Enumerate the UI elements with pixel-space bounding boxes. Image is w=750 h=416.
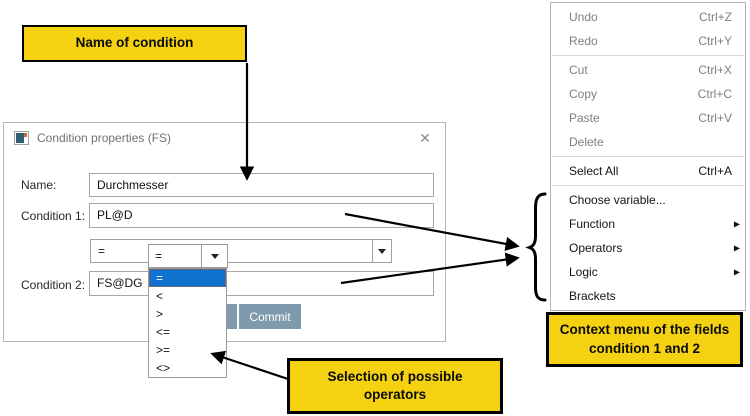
menu-item-cut[interactable]: Cut Ctrl+X: [551, 58, 745, 82]
name-input[interactable]: Durchmesser: [89, 173, 434, 197]
callout-text-line1: Selection of possible: [327, 368, 463, 384]
menu-separator: [552, 185, 744, 186]
menu-item-shortcut: Ctrl+V: [698, 111, 732, 125]
menu-item-shortcut: Ctrl+A: [698, 164, 732, 178]
submenu-arrow-icon: ▶: [733, 243, 740, 253]
commit-button[interactable]: Commit: [239, 304, 301, 329]
submenu-arrow-icon: ▶: [733, 219, 740, 229]
menu-item-brackets[interactable]: Brackets: [551, 284, 745, 308]
operator-option-not-equal[interactable]: <>: [156, 361, 171, 375]
callout-selection-of-operators: Selection of possible operators: [287, 358, 503, 414]
dropdown-arrow-icon: [378, 249, 386, 254]
operator-dropdown-list: = < > <= >= <>: [148, 268, 227, 378]
menu-item-shortcut: Ctrl+Y: [698, 34, 732, 48]
menu-separator: [552, 156, 744, 157]
condition2-label: Condition 2:: [21, 278, 86, 292]
menu-item-label: Logic: [569, 265, 598, 279]
menu-item-logic[interactable]: Logic ▶: [551, 260, 745, 284]
menu-item-shortcut: Ctrl+Z: [699, 10, 732, 24]
dropdown-arrow-icon: [210, 254, 219, 259]
operator-option-less-equal[interactable]: <=: [156, 325, 171, 339]
menu-item-shortcut: Ctrl+C: [697, 87, 732, 101]
menu-item-shortcut: Ctrl+X: [698, 63, 732, 77]
menu-item-operators[interactable]: Operators ▶: [551, 236, 745, 260]
operator-combobox-dropdown-button[interactable]: [372, 240, 391, 262]
menu-item-delete[interactable]: Delete: [551, 130, 745, 154]
menu-item-copy[interactable]: Copy Ctrl+C: [551, 82, 745, 106]
menu-separator: [552, 55, 744, 56]
curly-brace: [525, 192, 547, 302]
submenu-arrow-icon: ▶: [733, 267, 740, 277]
name-label: Name:: [21, 178, 57, 192]
menu-item-label: Operators: [569, 241, 623, 255]
menu-item-label: Choose variable...: [569, 193, 666, 207]
menu-item-label: Delete: [569, 135, 604, 149]
condition1-input[interactable]: PL@D: [89, 203, 434, 228]
menu-item-label: Redo: [569, 34, 598, 48]
close-icon[interactable]: ✕: [419, 130, 431, 146]
menu-item-paste[interactable]: Paste Ctrl+V: [551, 106, 745, 130]
operator-combobox-open-dropdown-button[interactable]: [201, 245, 227, 267]
menu-item-label: Brackets: [569, 289, 616, 303]
callout-text-line2: operators: [363, 387, 427, 402]
callout-text: Name of condition: [75, 35, 194, 51]
condition1-label: Condition 1:: [21, 209, 86, 223]
menu-item-label: Select All: [569, 164, 619, 178]
menu-item-label: Function: [569, 217, 616, 231]
menu-item-label: Undo: [569, 10, 598, 24]
app-window-icon-pane: [16, 133, 24, 143]
operator-combobox-value: =: [98, 244, 106, 258]
app-window-icon-accent: [24, 133, 27, 137]
operator-combobox-open-value: =: [155, 249, 163, 263]
operator-option-greater[interactable]: >: [156, 307, 164, 321]
callout-text-line1: Context menu of the fields: [559, 322, 730, 338]
menu-item-label: Cut: [569, 63, 588, 77]
operator-option-equals[interactable]: =: [149, 269, 226, 287]
menu-item-redo[interactable]: Redo Ctrl+Y: [551, 29, 745, 53]
dialog-titlebar[interactable]: Condition properties (FS) ✕: [4, 123, 445, 154]
operator-option-less[interactable]: <: [156, 289, 164, 303]
callout-name-of-condition: Name of condition: [22, 25, 247, 62]
operator-option-greater-equal[interactable]: >=: [156, 343, 171, 357]
dialog-title: Condition properties (FS): [37, 131, 172, 145]
menu-item-label: Paste: [569, 111, 600, 125]
operator-combobox-open[interactable]: =: [148, 244, 228, 268]
condition2-input[interactable]: FS@DG: [89, 271, 434, 296]
callout-text-line2: condition 1 and 2: [588, 340, 700, 356]
menu-item-choose-variable[interactable]: Choose variable...: [551, 188, 745, 212]
app-window-icon: [14, 131, 29, 145]
context-menu: Undo Ctrl+Z Redo Ctrl+Y Cut Ctrl+X Copy …: [550, 2, 746, 311]
menu-item-undo[interactable]: Undo Ctrl+Z: [551, 5, 745, 29]
menu-item-label: Copy: [569, 87, 598, 101]
menu-item-select-all[interactable]: Select All Ctrl+A: [551, 159, 745, 183]
callout-context-menu: Context menu of the fields condition 1 a…: [546, 312, 743, 367]
menu-item-function[interactable]: Function ▶: [551, 212, 745, 236]
operator-combobox[interactable]: =: [90, 239, 392, 263]
condition-properties-dialog: Condition properties (FS) ✕ Name: Durchm…: [3, 122, 446, 342]
